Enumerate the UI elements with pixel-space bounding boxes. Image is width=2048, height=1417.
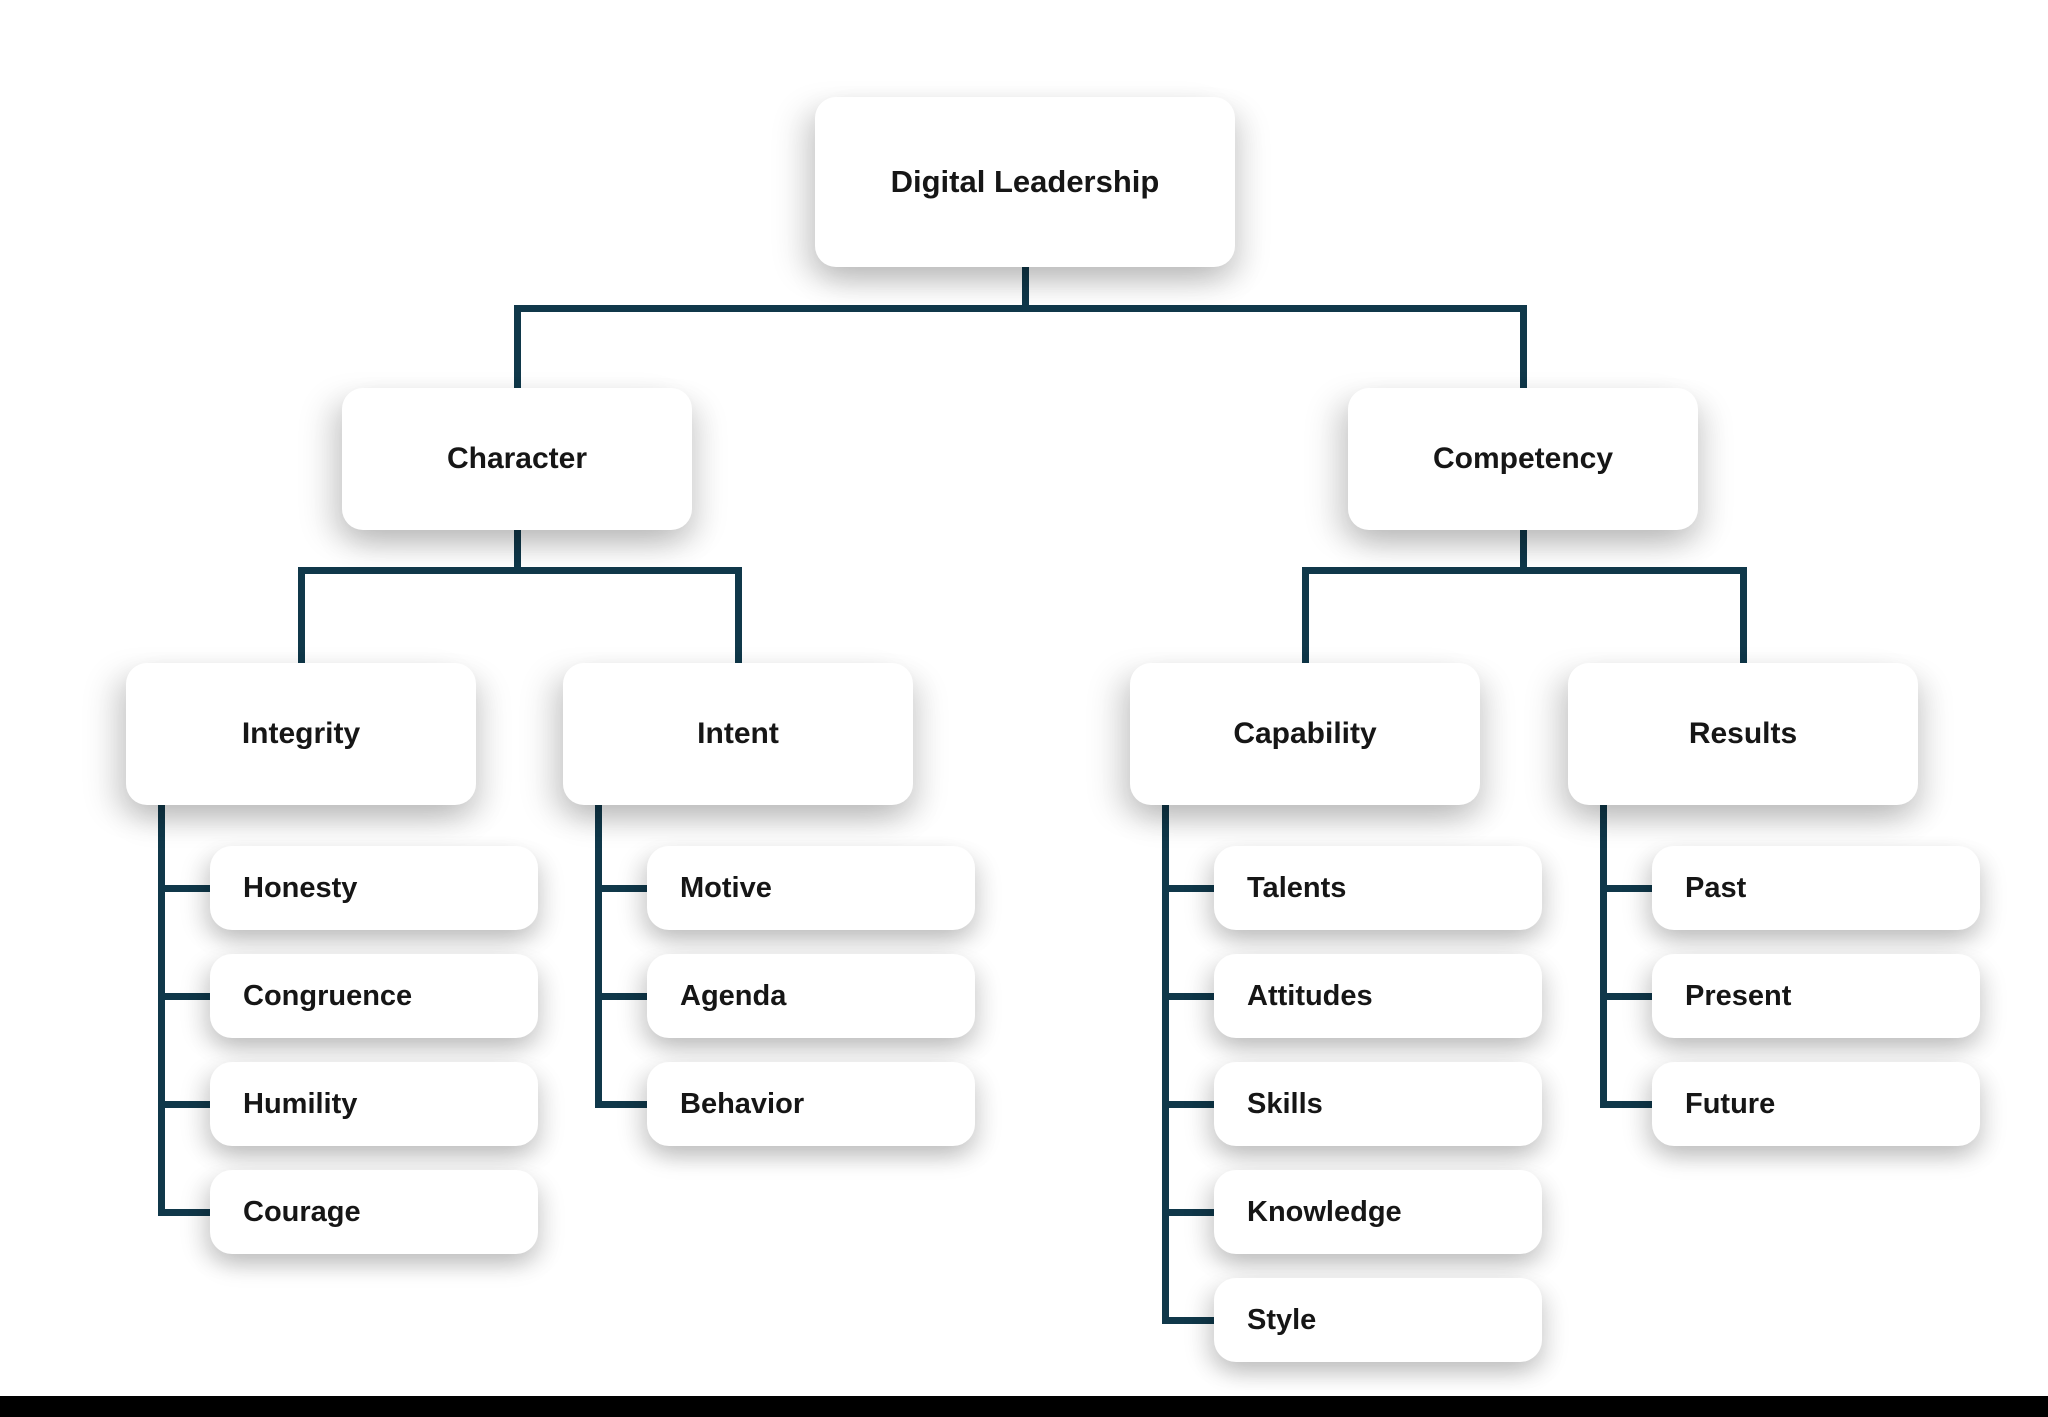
node-results-label: Results <box>1688 717 1798 750</box>
node-humility: Humility <box>210 1062 538 1146</box>
connector-leaf-tick-motive <box>595 884 647 892</box>
node-honesty: Honesty <box>210 846 538 930</box>
connector-child-bar-character <box>297 567 742 574</box>
connector-leaf-tick-future <box>1600 1100 1652 1108</box>
connector-leaf-tick-talents <box>1162 884 1214 892</box>
node-style: Style <box>1214 1278 1542 1362</box>
node-humility-label: Humility <box>243 1087 358 1120</box>
node-past: Past <box>1652 846 1980 930</box>
connector-stub-competency <box>1519 530 1527 574</box>
node-talents-label: Talents <box>1247 871 1347 904</box>
node-results: Results <box>1568 663 1918 805</box>
node-future: Future <box>1652 1062 1980 1146</box>
connector-leaf-tick-skills <box>1162 1100 1214 1108</box>
connector-leaf-line-intent <box>595 805 602 1108</box>
connector-leaf-line-results <box>1600 805 1607 1108</box>
node-skills: Skills <box>1214 1062 1542 1146</box>
connector-leaf-tick-knowledge <box>1162 1208 1214 1216</box>
node-congruence: Congruence <box>210 954 538 1038</box>
node-past-label: Past <box>1685 871 1747 904</box>
node-behavior-label: Behavior <box>680 1087 805 1120</box>
node-honesty-label: Honesty <box>243 871 358 904</box>
connector-drop-competency <box>1519 305 1527 388</box>
connector-leaf-tick-courage <box>158 1208 210 1216</box>
connector-drop-character <box>513 305 521 388</box>
node-knowledge: Knowledge <box>1214 1170 1542 1254</box>
connector-leaf-tick-agenda <box>595 992 647 1000</box>
node-agenda: Agenda <box>647 954 975 1038</box>
node-character-label: Character <box>446 442 588 475</box>
connector-drop-integrity <box>297 567 305 663</box>
node-motive-label: Motive <box>680 871 772 904</box>
node-present-label: Present <box>1685 979 1792 1012</box>
connector-leaf-tick-behavior <box>595 1100 647 1108</box>
connector-leaf-tick-congruence <box>158 992 210 1000</box>
node-present: Present <box>1652 954 1980 1038</box>
node-intent-label: Intent <box>697 717 779 750</box>
connector-root-stub <box>1021 267 1029 312</box>
node-competency-label: Competency <box>1432 442 1614 475</box>
node-attitudes: Attitudes <box>1214 954 1542 1038</box>
connector-drop-intent <box>734 567 742 663</box>
node-behavior: Behavior <box>647 1062 975 1146</box>
node-intent: Intent <box>563 663 913 805</box>
connector-main-bar <box>513 305 1527 312</box>
connector-leaf-tick-attitudes <box>1162 992 1214 1000</box>
node-capability: Capability <box>1130 663 1480 805</box>
connector-leaf-tick-past <box>1600 884 1652 892</box>
node-future-label: Future <box>1685 1087 1776 1120</box>
node-digital-leadership: Digital Leadership <box>815 97 1235 267</box>
connector-drop-capability <box>1301 567 1309 663</box>
node-skills-label: Skills <box>1247 1087 1323 1120</box>
node-knowledge-label: Knowledge <box>1247 1195 1402 1228</box>
node-competency: Competency <box>1348 388 1698 530</box>
node-integrity: Integrity <box>126 663 476 805</box>
node-attitudes-label: Attitudes <box>1247 979 1373 1012</box>
connector-leaf-tick-humility <box>158 1100 210 1108</box>
node-integrity-label: Integrity <box>241 717 361 750</box>
node-motive: Motive <box>647 846 975 930</box>
connector-leaf-line-integrity <box>158 805 165 1216</box>
node-capability-label: Capability <box>1233 717 1377 750</box>
node-style-label: Style <box>1247 1303 1317 1336</box>
node-character: Character <box>342 388 692 530</box>
node-congruence-label: Congruence <box>243 979 413 1012</box>
connector-drop-results <box>1739 567 1747 663</box>
node-talents: Talents <box>1214 846 1542 930</box>
connector-leaf-tick-style <box>1162 1316 1214 1324</box>
connector-leaf-tick-present <box>1600 992 1652 1000</box>
connector-leaf-line-capability <box>1162 805 1169 1324</box>
node-courage-label: Courage <box>243 1195 361 1228</box>
connector-child-bar-competency <box>1301 567 1747 574</box>
connector-leaf-tick-honesty <box>158 884 210 892</box>
connector-stub-character <box>513 530 521 574</box>
node-courage: Courage <box>210 1170 538 1254</box>
footer-bar <box>0 1396 2048 1417</box>
node-agenda-label: Agenda <box>680 979 787 1012</box>
node-digital-leadership-label: Digital Leadership <box>890 164 1160 199</box>
